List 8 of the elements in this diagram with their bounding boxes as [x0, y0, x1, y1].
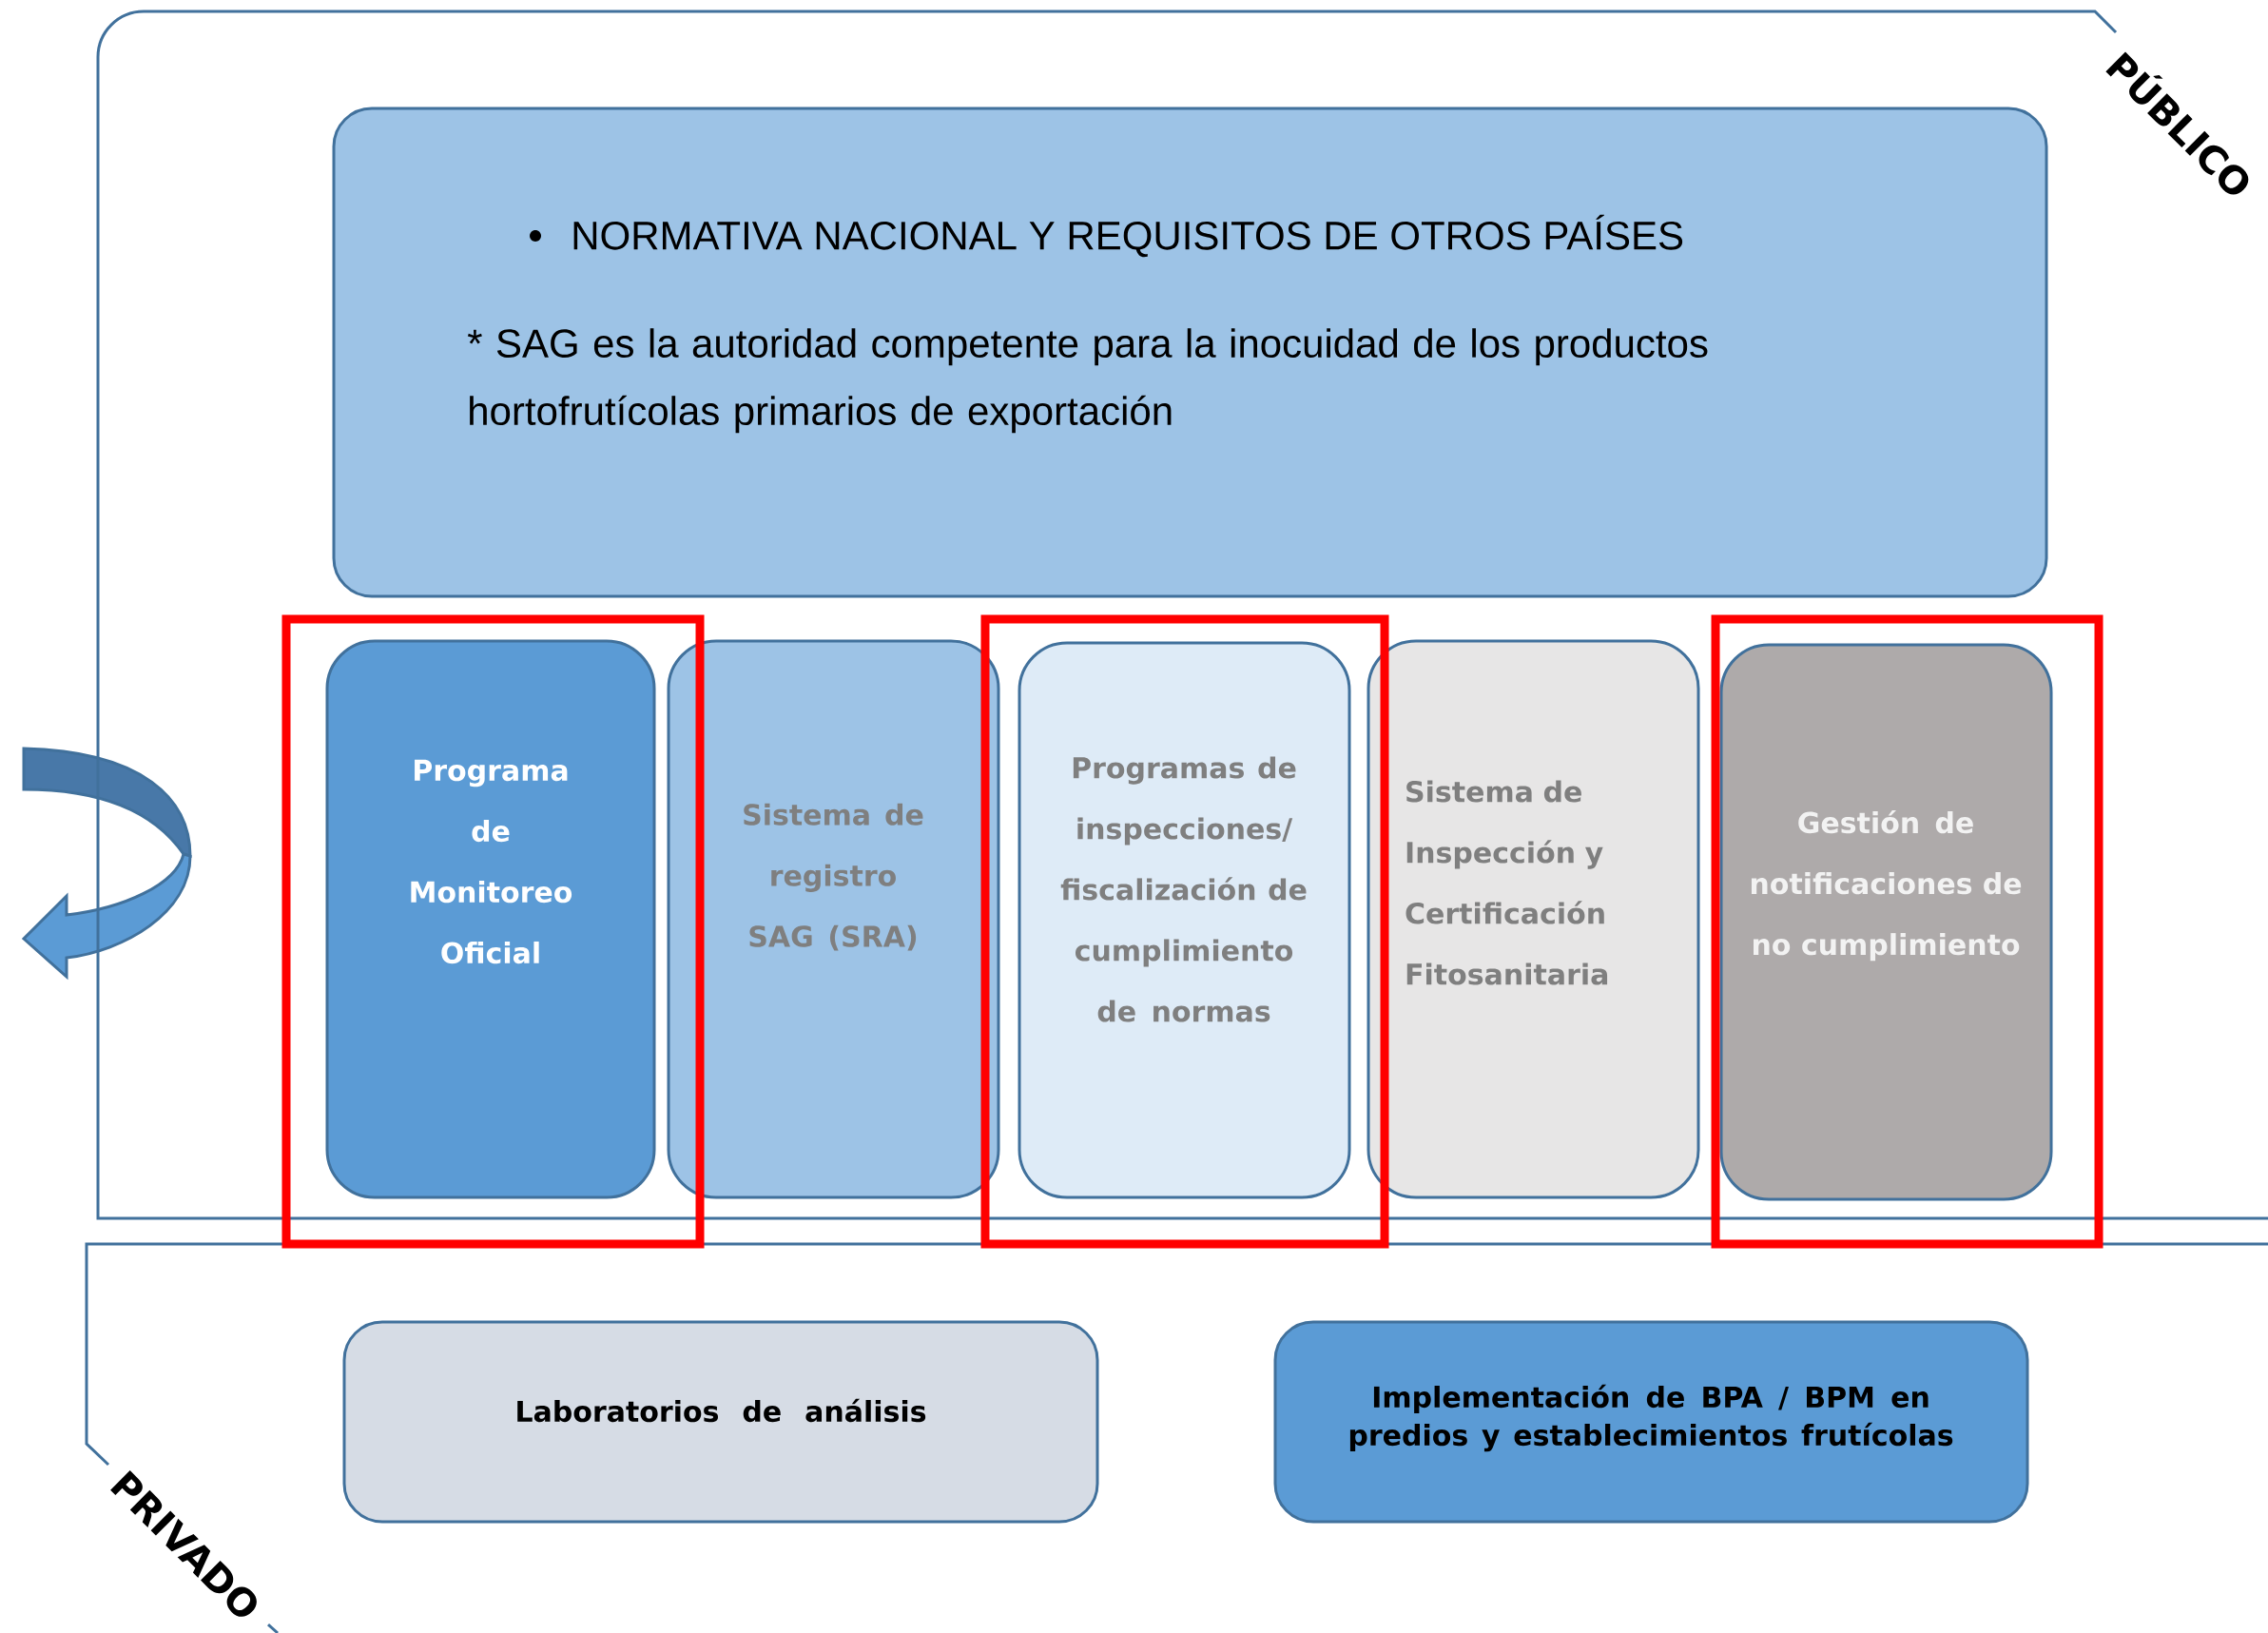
- program-box: Programas de inspecciones/ fiscalización de cumplimiento de normas: [1018, 641, 1351, 1199]
- activity-box: Implementación de BPA / BPM en predios y establecimientos frutícolas: [1273, 1320, 2029, 1524]
- program-box: Sistema de registro SAG (SRA): [667, 639, 1000, 1199]
- activity-box: Laboratorios de análisis: [342, 1320, 1099, 1524]
- program-box: Gestión de notificaciones de no cumplimiento: [1719, 643, 2053, 1201]
- text-box: NORMATIVA NACIONAL Y REQUISITOS DE OTROS PAÍSES * SAG es la autoridad competente para la inocuidad de los productos hortofrutícolas primarios de exportación: [332, 107, 2048, 598]
- program-box: Programa de Monitoreo Oficial: [325, 639, 656, 1199]
- program-box: Sistema de Inspección y Certificación Fitosanitaria: [1367, 639, 1700, 1199]
